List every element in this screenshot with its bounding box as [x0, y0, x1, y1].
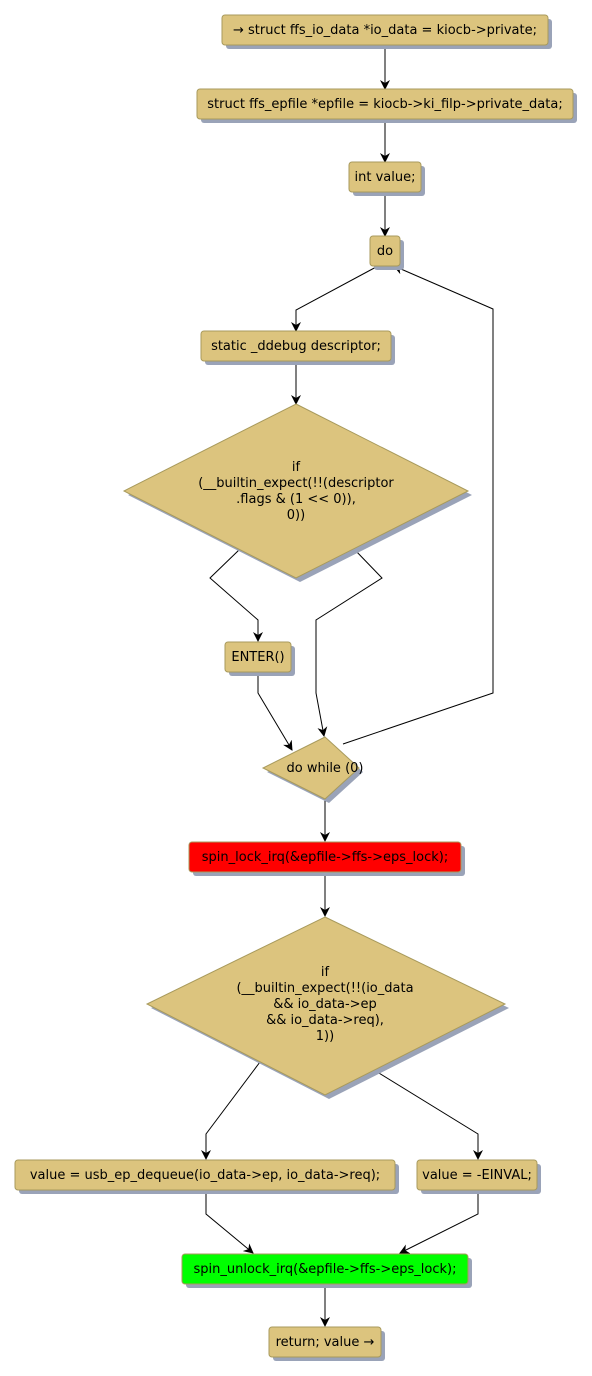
- node-if2: if (__builtin_expect(!!(io_data && io_da…: [145, 916, 509, 1099]
- node-int-value: int value;: [348, 161, 425, 196]
- node-spin-unlock: spin_unlock_irq(&epfile->ffs->eps_lock);: [181, 1253, 472, 1288]
- node-start: → struct ffs_io_data *io_data = kiocb->p…: [221, 14, 552, 49]
- node-int-value-label: int value;: [355, 170, 416, 185]
- edge-if1-to-do-while: [315, 548, 383, 737]
- node-return-label: return; value →: [276, 1335, 375, 1350]
- node-do-while: do while (0): [261, 736, 364, 803]
- node-dequeue: value = usb_ep_dequeue(io_data->ep, io_d…: [14, 1159, 399, 1194]
- edge-enter-to-do-while: [257, 673, 293, 751]
- node-if2-line-1: (__builtin_expect(!!(io_data: [236, 981, 413, 996]
- node-enter-label: ENTER(): [231, 650, 284, 665]
- node-einval-label: value = -EINVAL;: [422, 1168, 532, 1183]
- node-spin-lock-label: spin_lock_irq(&epfile->ffs->eps_lock);: [202, 850, 448, 865]
- edge-loop-back-to-do: [342, 264, 494, 745]
- node-if1-line-1: (__builtin_expect(!!(descriptor: [198, 476, 394, 491]
- node-return: return; value →: [268, 1326, 385, 1361]
- node-enter: ENTER(): [224, 641, 295, 676]
- edges: [201, 45, 494, 1327]
- node-einval: value = -EINVAL;: [416, 1159, 541, 1194]
- node-do-while-label: do while (0): [287, 761, 364, 776]
- node-descriptor-label: static _ddebug descriptor;: [211, 339, 381, 354]
- node-spin-lock: spin_lock_irq(&epfile->ffs->eps_lock);: [188, 841, 465, 876]
- node-if1-line-0: if: [292, 460, 301, 475]
- node-if1-line-2: .flags & (1 << 0)),: [236, 492, 356, 507]
- edge-if1-to-enter: [209, 548, 263, 642]
- node-if2-line-4: 1)): [316, 1029, 334, 1044]
- node-epfile-label: struct ffs_epfile *epfile = kiocb->ki_fi…: [207, 97, 562, 112]
- node-epfile: struct ffs_epfile *epfile = kiocb->ki_fi…: [196, 88, 577, 123]
- node-do-label: do: [377, 244, 393, 259]
- node-descriptor: static _ddebug descriptor;: [200, 330, 395, 365]
- node-if1: if (__builtin_expect(!!(descriptor .flag…: [122, 403, 472, 582]
- edge-if2-to-dequeue: [201, 1061, 261, 1160]
- node-if1-line-3: 0)): [287, 508, 305, 523]
- edge-dequeue-to-spin-unlock: [205, 1189, 254, 1254]
- node-start-label: → struct ffs_io_data *io_data = kiocb->p…: [233, 23, 537, 38]
- node-dequeue-label: value = usb_ep_dequeue(io_data->ep, io_d…: [30, 1168, 380, 1183]
- edge-einval-to-spin-unlock: [399, 1189, 479, 1254]
- node-if2-line-3: && io_data->req),: [266, 1013, 384, 1028]
- node-if2-line-0: if: [321, 965, 330, 980]
- node-do: do: [369, 235, 404, 270]
- edge-if2-to-einval: [373, 1069, 483, 1160]
- node-if2-line-2: && io_data->ep: [273, 997, 377, 1012]
- edge-do-to-descriptor: [291, 265, 379, 332]
- node-spin-unlock-label: spin_unlock_irq(&epfile->ffs->eps_lock);: [194, 1262, 457, 1277]
